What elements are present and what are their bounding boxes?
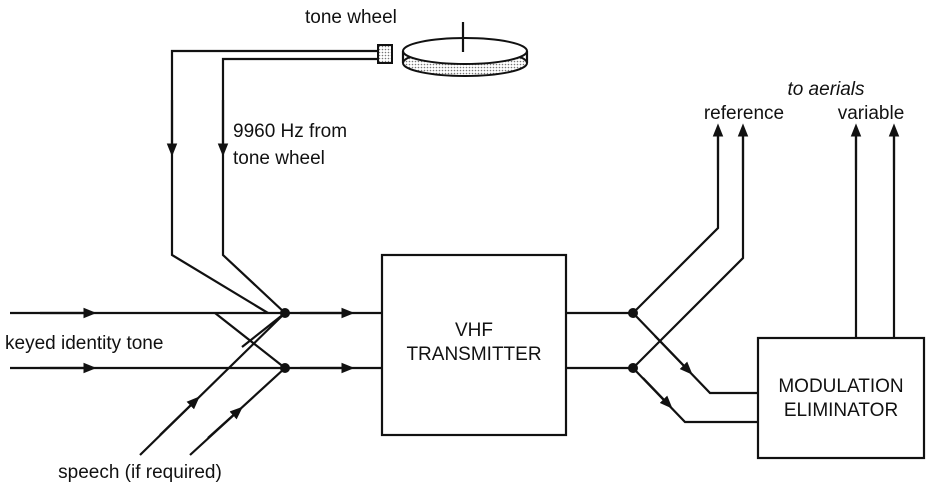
vhf-transmitter-block xyxy=(380,253,568,437)
eliminator-arrow-top xyxy=(654,335,693,375)
modulation-eliminator-line1: MODULATION xyxy=(778,376,903,397)
reference-line-left xyxy=(632,128,720,314)
pickup-head xyxy=(377,44,393,64)
tone-wheel-line-inner xyxy=(221,57,378,314)
tone-wheel-label: tone wheel xyxy=(305,7,397,28)
modulation-eliminator-block xyxy=(756,336,926,460)
tone-wheel xyxy=(401,22,529,77)
variable-label: variable xyxy=(838,103,905,124)
speech-arrow-right xyxy=(207,406,243,439)
tone-wheel-line-outer xyxy=(170,49,378,314)
keyed-identity-tone-label: keyed identity tone xyxy=(5,333,163,354)
speech-label: speech (if required) xyxy=(58,462,222,483)
eliminator-arrow-bottom xyxy=(642,377,673,409)
eliminator-input-top xyxy=(632,312,758,395)
speech-arrow-left xyxy=(159,396,200,436)
to-aerials-label: to aerials xyxy=(787,79,865,100)
modulation-eliminator-line2: ELIMINATOR xyxy=(784,400,898,421)
vhf-transmitter-line1: VHF xyxy=(455,320,493,341)
tone-source-label-line1: 9960 Hz from xyxy=(233,121,347,142)
eliminator-input-bottom xyxy=(632,367,758,424)
vhf-transmitter-line2: TRANSMITTER xyxy=(406,344,541,365)
tone-source-label-line2: tone wheel xyxy=(233,148,325,169)
reference-line-right xyxy=(632,128,745,369)
reference-label: reference xyxy=(704,103,784,124)
